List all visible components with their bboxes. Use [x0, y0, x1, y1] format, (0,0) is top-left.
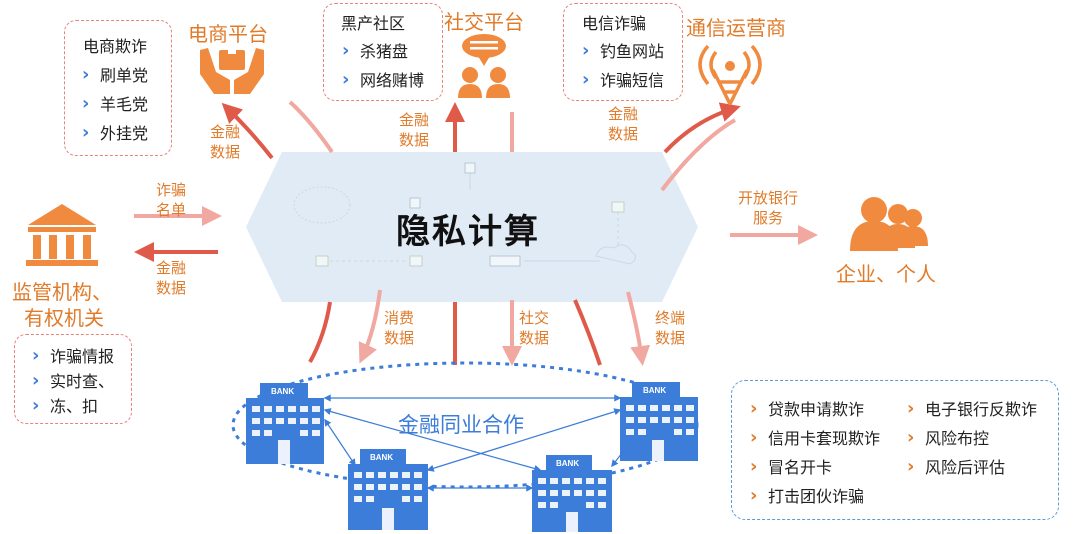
ecommerce-platform-title: 电商平台 — [188, 22, 268, 46]
black-market-list: 杀猪盘 网络赌博 — [340, 36, 424, 95]
open-banking-label: 开放银行服务 — [738, 189, 799, 227]
telecom-tower-icon — [698, 44, 762, 105]
privacy-computing-title: 隐私计算 — [396, 212, 540, 252]
fraud-list-label: 诈骗名单 — [156, 181, 187, 219]
list-item: 诈骗短信 — [580, 65, 664, 95]
list-item: 信用卡套现欺诈 — [748, 423, 880, 453]
list-item: 风险布控 — [905, 423, 1037, 453]
list-item: 外挂党 — [80, 118, 148, 148]
government-building-icon — [26, 204, 98, 266]
bank-windows — [252, 405, 694, 532]
terminal-data-label: 终端数据 — [655, 309, 686, 347]
services-right-list: 电子银行反欺诈 风险布控 风险后评估 — [905, 394, 1037, 482]
list-item: 冒名开卡 — [748, 452, 880, 482]
social-platform-title: 社交平台 — [444, 10, 524, 34]
telecom-fraud-title: 电信诈骗 — [582, 14, 647, 33]
fin-data-regulator-label: 金融数据 — [156, 259, 187, 297]
list-item-continued: 冻、扣 — [30, 393, 114, 419]
regulator-title-line1: 监管机构、 — [12, 280, 112, 304]
bank-cooperation-label: 金融同业合作 — [398, 413, 524, 437]
ecommerce-hands-icon — [200, 46, 264, 94]
bank-sign-topleft: BANK — [271, 387, 294, 396]
list-item: 风险后评估 — [905, 452, 1037, 482]
fin-data-ecommerce-label: 金融数据 — [210, 123, 241, 161]
fin-data-social-label: 金融数据 — [399, 111, 430, 149]
telecom-tower-tip — [725, 61, 735, 71]
enterprise-individual-title: 企业、个人 — [836, 262, 936, 286]
people-group-icon — [850, 197, 928, 251]
list-item: 网络赌博 — [340, 65, 424, 95]
services-left-list: 贷款申请欺诈 信用卡套现欺诈 冒名开卡 打击团伙诈骗 — [748, 394, 880, 511]
bank-sign-bottomleft: BANK — [370, 453, 393, 462]
regulator-info-list: 诈骗情报 实时查、 冻、扣 — [30, 343, 114, 419]
list-item: 杀猪盘 — [340, 36, 424, 66]
list-item: 打击团伙诈骗 — [748, 481, 880, 511]
list-item: 贷款申请欺诈 — [748, 394, 880, 424]
bank-sign-bottomright: BANK — [556, 459, 579, 468]
fin-data-telecom-label: 金融数据 — [608, 105, 639, 143]
list-item: 羊毛党 — [80, 89, 148, 119]
list-item: 实时查、 — [30, 368, 114, 394]
list-item: 电子银行反欺诈 — [905, 394, 1037, 424]
telecom-operator-title: 通信运营商 — [686, 16, 786, 40]
bank-sign-topright: BANK — [643, 386, 666, 395]
hexagon-inner-sketch — [293, 162, 636, 267]
list-item: 刷单党 — [80, 60, 148, 90]
consume-data-label: 消费数据 — [384, 309, 415, 347]
privacy-computing-hexagon — [246, 152, 698, 302]
list-item: 钓鱼网站 — [580, 36, 664, 66]
ecommerce-fraud-list: 刷单党 羊毛党 外挂党 — [80, 60, 148, 148]
social-people-icon — [458, 34, 510, 98]
social-data-label: 社交数据 — [519, 309, 550, 347]
telecom-fraud-list: 钓鱼网站 诈骗短信 — [580, 36, 664, 95]
black-market-title: 黑产社区 — [341, 14, 406, 33]
ecommerce-fraud-title: 电商欺诈 — [83, 37, 148, 56]
regulator-title-line2: 有权机关 — [24, 306, 104, 330]
list-item: 诈骗情报 — [30, 343, 114, 369]
